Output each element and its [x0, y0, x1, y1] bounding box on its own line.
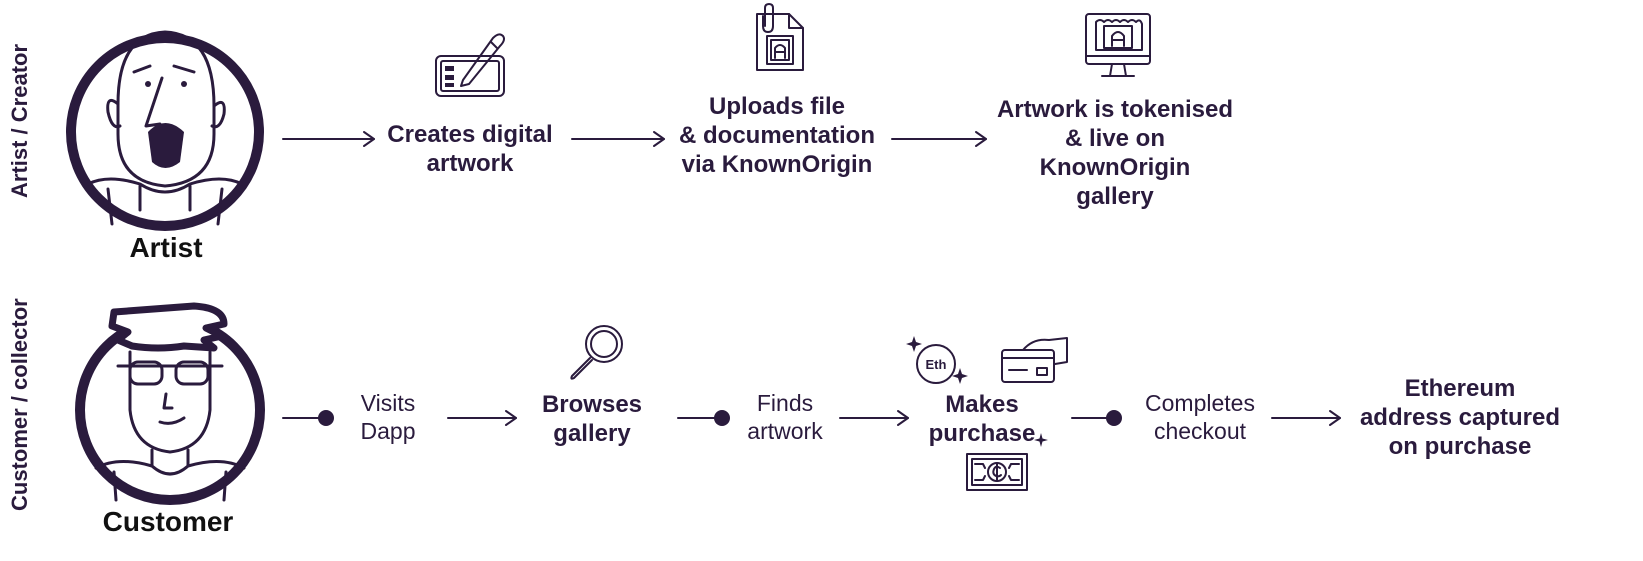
lane-label-artist: Artist / Creator	[7, 43, 32, 198]
sparkle-icon	[1034, 433, 1048, 447]
drawing-tablet-icon	[435, 33, 505, 97]
lane-label-customer: Customer / collector	[7, 298, 32, 511]
magnifier-icon	[570, 325, 623, 380]
action-visits-dapp: Visits Dapp	[360, 390, 416, 444]
eth-badge-text: Eth	[926, 357, 947, 372]
actor-name-artist: Artist	[129, 232, 203, 263]
customer-avatar-icon	[75, 302, 265, 505]
action-completes-checkout: Completes checkout	[1145, 390, 1255, 444]
banknote-icon	[966, 453, 1028, 491]
step-ethereum-address: Ethereum address captured on purchase	[1359, 375, 1561, 460]
step-browses-gallery: Browses gallery	[541, 391, 643, 447]
step-makes-purchase: Makes purchase	[928, 391, 1036, 447]
document-upload-icon	[756, 3, 804, 71]
action-finds-artwork: Finds artwork	[747, 390, 823, 444]
artist-avatar-icon	[66, 30, 264, 231]
eth-coin-icon: Eth	[906, 336, 968, 384]
step-creates-artwork: Creates digital artwork	[387, 121, 553, 177]
step-artwork-tokenised: Artwork is tokenised & live on KnownOrig…	[996, 96, 1234, 210]
actor-name-customer: Customer	[102, 506, 234, 537]
monitor-artwork-icon	[1085, 13, 1151, 77]
credit-card-icon	[1001, 337, 1068, 383]
step-uploads-file: Uploads file & documentation via KnownOr…	[679, 93, 875, 178]
